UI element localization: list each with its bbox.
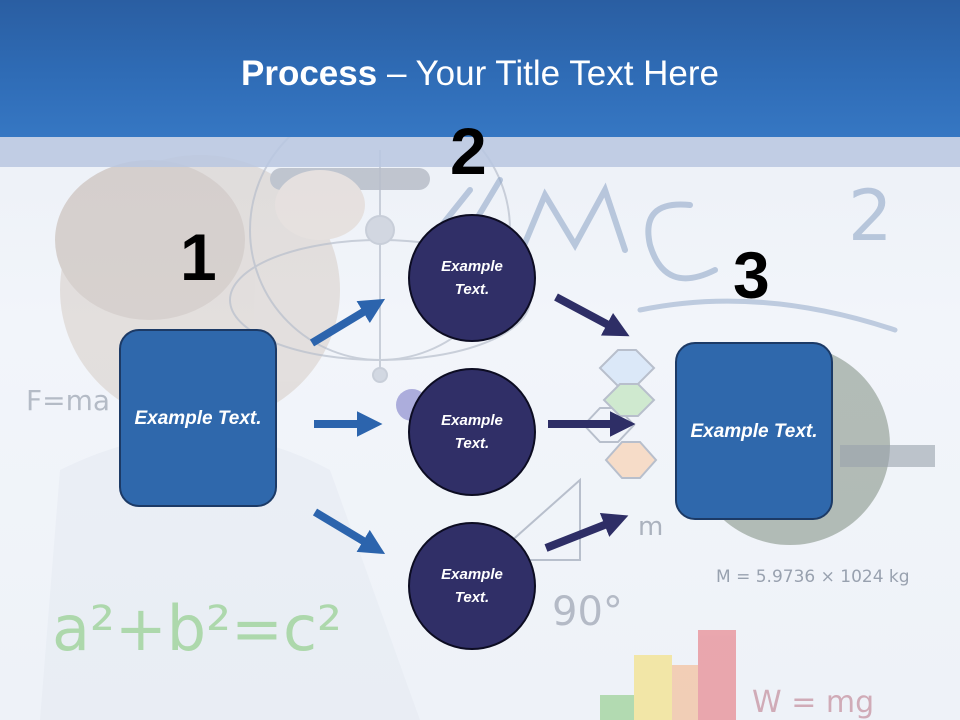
step-number-1: 1: [180, 220, 217, 294]
step-2-circle-top: Example Text.: [408, 214, 536, 342]
arrow-1-to-2a: [309, 298, 386, 347]
bar-chart-sketch: [600, 630, 736, 720]
step-number-2: 2: [450, 114, 487, 188]
arrow-2a-to-3: [554, 293, 630, 337]
step-2-text-top: Example Text.: [441, 258, 503, 298]
header-band: [0, 137, 960, 167]
formula-pythagoras: a²+b²=c²: [52, 592, 342, 665]
swoosh-sketch: [637, 298, 898, 333]
slide-title: Process – Your Title Text Here: [0, 52, 960, 96]
emc2-exponent: 2: [848, 175, 893, 257]
step-3-text: Example Text.: [690, 420, 818, 442]
arrow-2c-to-3: [544, 513, 629, 552]
step-2-circle-bottom: Example Text.: [408, 522, 536, 650]
step-1-box: Example Text.: [119, 329, 277, 507]
formula-m: m: [638, 512, 663, 542]
hexagon-sketch: [582, 349, 658, 479]
step-3-box: Example Text.: [675, 342, 833, 520]
title-header: [0, 0, 960, 137]
step-2-circle-middle: Example Text.: [408, 368, 536, 496]
step-2-text-middle: Example Text.: [441, 412, 503, 452]
emc2-sketch: [427, 177, 718, 282]
step-number-3: 3: [733, 238, 770, 312]
step-1-text: Example Text.: [134, 407, 262, 429]
formula-wmg: W = mg: [752, 685, 874, 720]
arrow-1-to-2c: [312, 508, 386, 555]
title-bold: Process: [241, 54, 378, 93]
triangle-sketch: [487, 477, 581, 561]
step-2-text-bottom: Example Text.: [441, 566, 503, 606]
title-rest: – Your Title Text Here: [377, 54, 719, 93]
formula-90deg: 90°: [552, 589, 623, 635]
formula-fma: F=ma: [26, 384, 110, 417]
formula-mass: M = 5.9736 × 1024 kg: [716, 567, 910, 587]
